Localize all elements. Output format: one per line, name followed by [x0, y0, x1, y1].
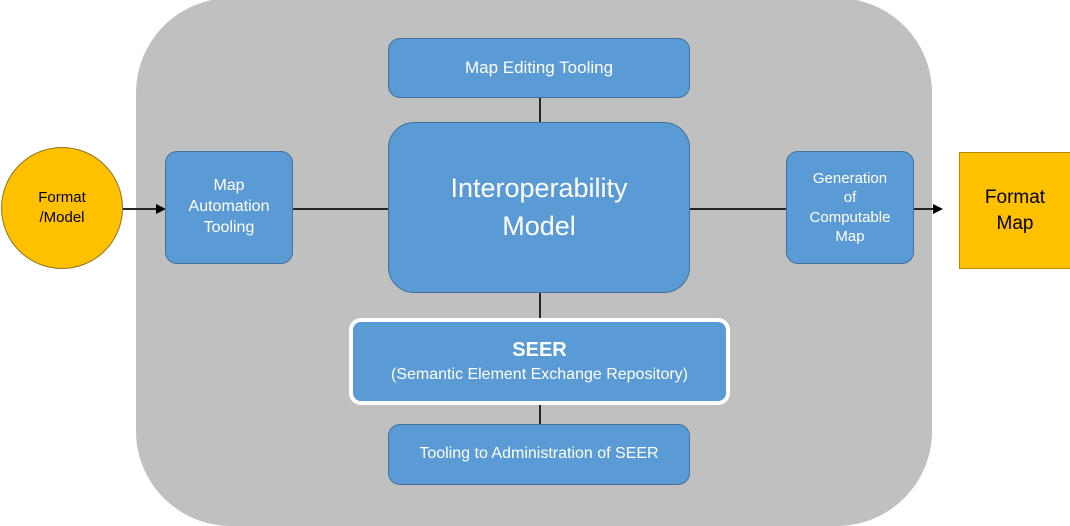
connector-automation-to-model [293, 208, 389, 210]
connector-seer-to-admin [539, 403, 541, 425]
arrowhead-generation-to-target [933, 204, 943, 214]
map-automation-tooling-label: Map Automation Tooling [188, 177, 270, 236]
generation-box: Generation of Computable Map [786, 151, 914, 264]
map-editing-tooling-box: Map Editing Tooling [388, 38, 690, 98]
seer-subtitle: (Semantic Element Exchange Repository) [390, 366, 689, 384]
seer-admin-tooling-label: Tooling to Administration of SEER [419, 445, 659, 463]
seer-box: SEER (Semantic Element Exchange Reposito… [349, 318, 730, 405]
connector-editing-to-model [539, 97, 541, 122]
format-map-node: Format Map [959, 152, 1070, 269]
map-automation-tooling-box: Map Automation Tooling [165, 151, 293, 264]
interoperability-model-label: Interoperability Model [450, 172, 628, 241]
seer-title: SEER [512, 339, 567, 362]
seer-admin-tooling-box: Tooling to Administration of SEER [388, 424, 690, 485]
arrowhead-source-to-automation [156, 204, 166, 214]
connector-model-to-generation [690, 208, 786, 210]
map-editing-tooling-label: Map Editing Tooling [464, 57, 614, 77]
format-model-node: Format /Model [1, 147, 123, 269]
interoperability-model-box: Interoperability Model [388, 122, 690, 293]
connector-model-to-seer [539, 293, 541, 320]
arrow-generation-to-target [914, 208, 933, 210]
generation-label: Generation of Computable Map [809, 169, 891, 246]
format-map-label: Format Map [984, 186, 1046, 234]
arrow-source-to-automation [123, 208, 156, 210]
format-model-label: Format /Model [38, 188, 86, 226]
